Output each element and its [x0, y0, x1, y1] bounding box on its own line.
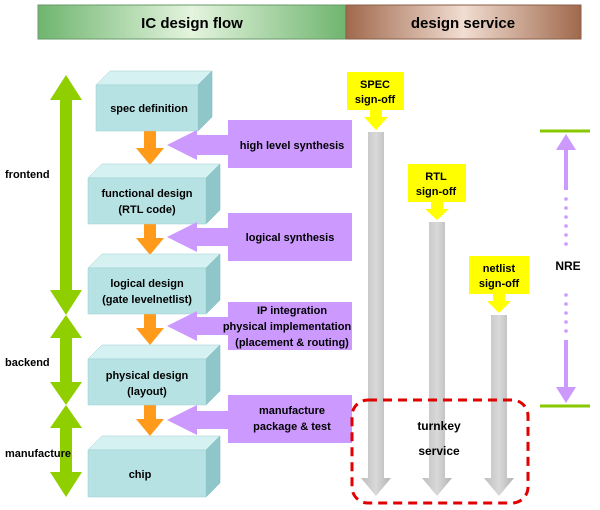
- signoff-pointer: [425, 202, 449, 220]
- signoff-netlist: netlist sign-off: [469, 256, 529, 313]
- process-line: manufacture: [259, 405, 325, 417]
- flow-step-5: chip: [87, 435, 221, 498]
- turnkey-service: turnkey service: [350, 398, 530, 505]
- signoff-box: [469, 256, 529, 294]
- box-front: [95, 84, 199, 132]
- signoff-box: [408, 164, 466, 202]
- phase-arrows: [50, 75, 82, 497]
- phase-arrow-manufacture: [50, 405, 82, 497]
- signoff-rtl: RTL sign-off: [408, 164, 466, 220]
- label-frontend: frontend: [5, 169, 50, 181]
- turnkey-line1: turnkey: [417, 419, 461, 433]
- signoff-line1: netlist: [483, 263, 516, 275]
- label-manufacture: manufacture: [5, 448, 71, 460]
- signoff-line1: SPEC: [360, 79, 390, 91]
- flow-arrow-3: [136, 314, 164, 345]
- process-arrow: [167, 302, 352, 350]
- flow-step-line1: logical design: [110, 278, 184, 290]
- phase-arrow-frontend: [50, 75, 82, 315]
- process-1: high level synthesis: [167, 120, 352, 168]
- flow-step-line1: functional design: [101, 188, 192, 200]
- service-arrows: [361, 132, 514, 496]
- process-4: manufacture package & test: [167, 395, 352, 443]
- phase-arrow-backend: [50, 315, 82, 405]
- box-front: [87, 358, 207, 406]
- box-front: [87, 449, 207, 498]
- process-arrow: [167, 120, 352, 168]
- flow-step-line2: (RTL code): [118, 204, 176, 216]
- signoff-line2: sign-off: [479, 278, 520, 290]
- signoff-line2: sign-off: [355, 94, 396, 106]
- service-arrow-netlist: [484, 315, 514, 496]
- flow-arrows: [136, 131, 164, 436]
- box-top: [95, 70, 213, 86]
- box-top: [87, 163, 221, 179]
- header-right-bar: [345, 4, 582, 40]
- turnkey-box: [350, 398, 530, 505]
- process-line: logical synthesis: [246, 232, 335, 244]
- nre-arrow-down: [556, 340, 576, 403]
- box-top: [87, 253, 221, 269]
- process-line: IP integration: [257, 305, 327, 317]
- nre-dots: [564, 197, 568, 333]
- box-front: [87, 177, 207, 225]
- signoff-pointer: [487, 294, 511, 313]
- process-line: package & test: [253, 421, 331, 433]
- header-left-title: IC design flow: [141, 15, 243, 32]
- flow-step-3: logical design (gate levelnetlist): [87, 253, 221, 315]
- nre-bracket: NRE: [540, 129, 590, 408]
- process-arrow: [167, 395, 352, 443]
- process-line: (placement & routing): [235, 337, 349, 349]
- signoff-line2: sign-off: [416, 186, 457, 198]
- flow-step-4: physical design (layout): [87, 344, 221, 406]
- header: IC design flow design service: [37, 4, 582, 40]
- flow-step-1: spec definition: [95, 70, 213, 132]
- signoff-box: [347, 72, 404, 110]
- process-3: IP integration physical implementation (…: [167, 302, 352, 350]
- nre-label: NRE: [555, 259, 580, 273]
- process-2: logical synthesis: [167, 213, 352, 261]
- flow-step-line1: chip: [129, 469, 152, 481]
- flow-arrow-2: [136, 224, 164, 255]
- flow-step-2: functional design (RTL code): [87, 163, 221, 225]
- box-front: [87, 267, 207, 315]
- label-backend: backend: [5, 357, 50, 369]
- flow-arrow-1: [136, 131, 164, 165]
- header-right-title: design service: [411, 15, 515, 32]
- service-arrow-spec: [361, 132, 391, 496]
- process-line: high level synthesis: [240, 140, 345, 152]
- signoff-spec: SPEC sign-off: [347, 72, 404, 130]
- nre-arrow-up: [556, 134, 576, 190]
- flow-arrow-4: [136, 405, 164, 436]
- flow-step-line2: (layout): [127, 386, 167, 398]
- turnkey-line2: service: [418, 444, 460, 458]
- signoff-pointer: [364, 110, 388, 130]
- box-top: [87, 344, 221, 360]
- flow-step-line2: (gate levelnetlist): [102, 294, 192, 306]
- process-line: physical implementation: [223, 321, 352, 333]
- service-arrow-rtl: [422, 222, 452, 496]
- header-left-bar: [37, 4, 347, 40]
- signoff-line1: RTL: [425, 171, 447, 183]
- box-top: [87, 435, 221, 451]
- process-arrow: [167, 213, 352, 261]
- flow-step-line1: spec definition: [110, 103, 188, 115]
- flow-step-line1: physical design: [106, 370, 189, 382]
